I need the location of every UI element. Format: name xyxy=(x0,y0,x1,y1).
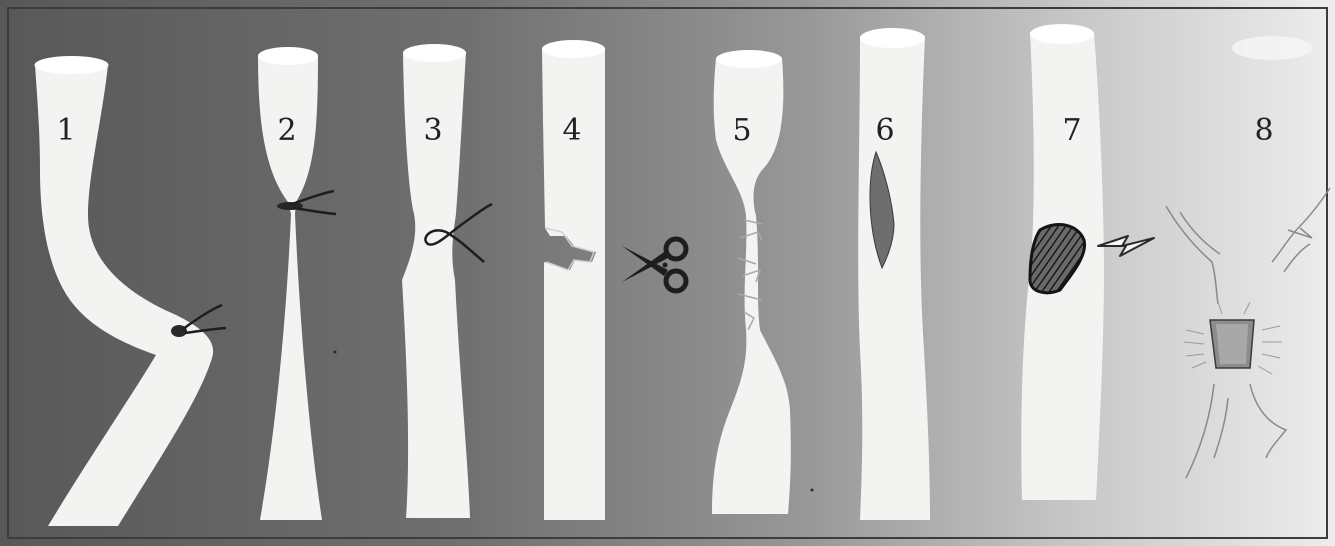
panel-3-number: 3 xyxy=(423,113,442,148)
vessel-2-opening xyxy=(258,47,318,65)
vessel-4-opening xyxy=(542,40,605,58)
vessel-6-opening xyxy=(860,28,925,48)
vessel-6 xyxy=(858,36,930,520)
panel-6-number: 6 xyxy=(875,113,894,148)
panel-7-number: 7 xyxy=(1062,113,1081,148)
panel-4-number: 4 xyxy=(562,113,581,148)
panel-8-number: 8 xyxy=(1254,113,1273,148)
vessel-1-opening xyxy=(35,56,109,74)
panel-6: 6 xyxy=(858,28,930,520)
panel-1-number: 1 xyxy=(56,113,75,148)
vessel-7-opening xyxy=(1030,24,1094,44)
vessel-5-opening xyxy=(716,50,782,68)
graft-segment xyxy=(1210,320,1254,368)
vessel-3-opening xyxy=(403,44,466,62)
speck xyxy=(811,489,814,492)
panel-2-number: 2 xyxy=(277,113,296,148)
speck xyxy=(334,351,337,354)
vessel-8-opening xyxy=(1232,36,1312,60)
panel-5-number: 5 xyxy=(732,113,751,148)
